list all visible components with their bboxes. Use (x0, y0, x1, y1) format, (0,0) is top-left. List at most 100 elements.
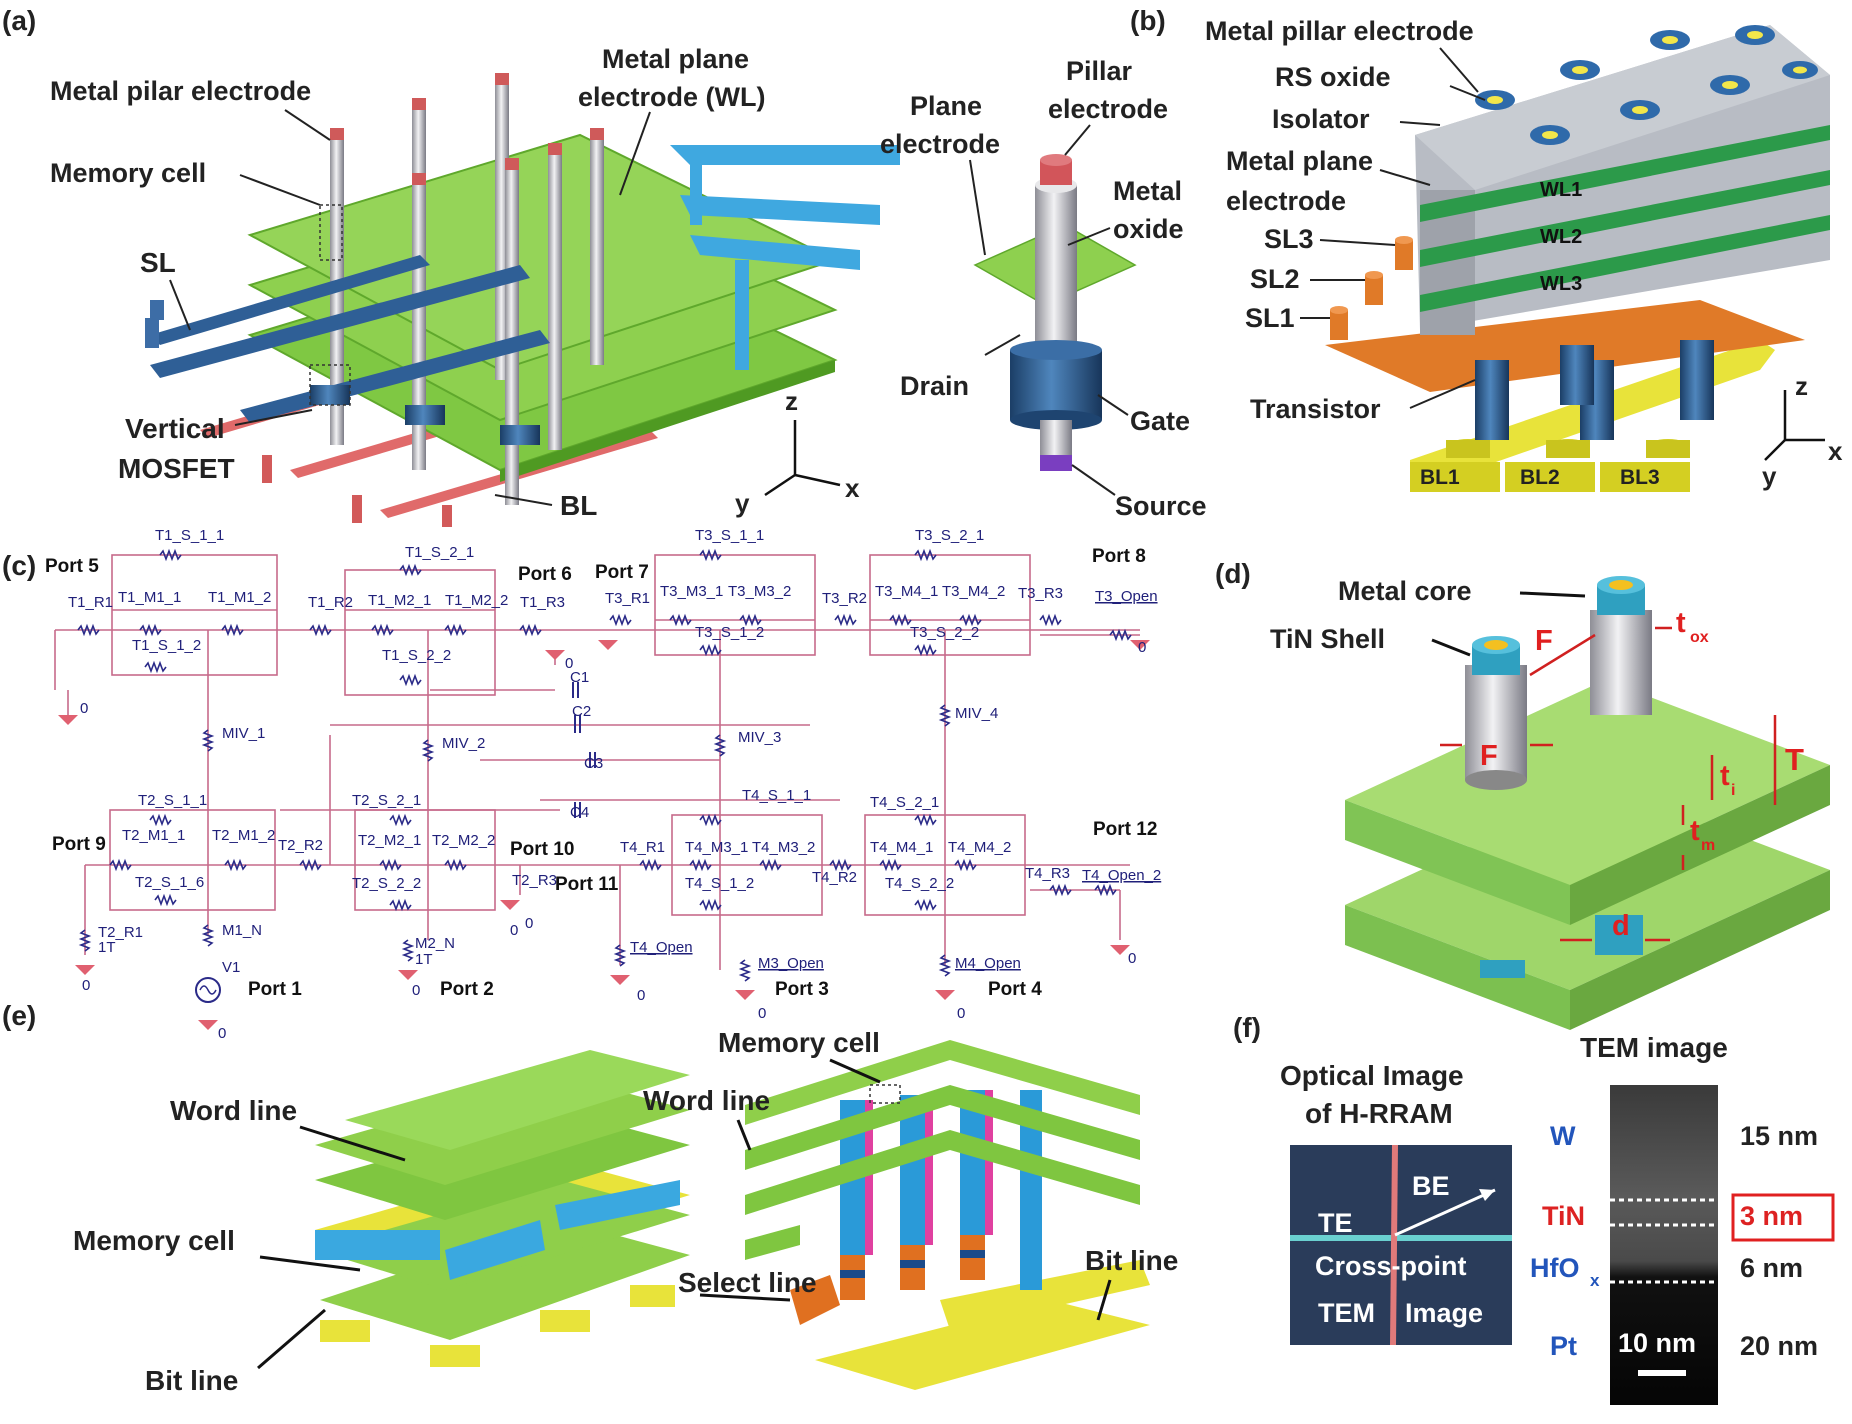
schematic-part-label: T3_S_1_2 (695, 624, 764, 641)
capacitor-symbols (572, 682, 596, 818)
schematic-part-label: C2 (572, 703, 591, 720)
panel-c: (c) (2, 527, 1161, 1042)
label-sl3: SL3 (1264, 224, 1314, 254)
label-isolator: Isolator (1272, 104, 1370, 134)
schematic-part-label: T4_M4_1 (870, 839, 933, 856)
label-memory-cell-e1: Memory cell (73, 1225, 235, 1256)
ground-label: 0 (412, 982, 420, 999)
schematic-part-label: T4_R2 (812, 869, 857, 886)
label-ti: t (1720, 760, 1730, 792)
leader (1399, 121, 1441, 126)
schematic-part-label: T2_M2_2 (432, 832, 495, 849)
tem-image (1610, 1085, 1718, 1405)
schematic-part-label: T1_S_1_2 (132, 637, 201, 654)
panel-a-label: (a) (2, 5, 36, 36)
label-F-mid: F (1480, 740, 1498, 772)
label-tem-title: TEM image (1580, 1032, 1728, 1063)
label-memory-cell-e2: Memory cell (718, 1027, 880, 1058)
schematic-part-label: T1_M1_1 (118, 589, 181, 606)
leader (234, 409, 313, 426)
label-plane-b1: Metal plane (1226, 146, 1373, 176)
schematic-part-label: T2_R3 (512, 872, 557, 889)
schematic-part-label: 1T (98, 939, 116, 956)
label-drain: Drain (900, 371, 969, 401)
schematic-part-label: T3_R2 (822, 590, 867, 607)
port-label: Port 8 (1092, 546, 1146, 567)
ground-label: 0 (1128, 950, 1136, 967)
label-metal-oxide-2: oxide (1113, 214, 1184, 244)
leader (169, 279, 191, 331)
schematic-part-label: T1_M2_1 (368, 592, 431, 609)
label-bit-line-2: Bit line (1085, 1245, 1178, 1276)
single-cell-device (973, 154, 1137, 471)
schematic-open-label: T4_Open_2 (1082, 867, 1161, 884)
bl2-label: BL2 (1520, 466, 1560, 489)
tem-layer-name: Pt (1550, 1331, 1577, 1361)
port-label: Port 1 (248, 979, 302, 1000)
label-tm-sub: m (1701, 837, 1715, 854)
schematic-part-label: T3_S_2_2 (910, 624, 979, 641)
port-label: Port 5 (45, 556, 99, 577)
schematic-part-label: T1_M2_2 (445, 592, 508, 609)
leader (494, 494, 553, 506)
panel-b: (b) WL1 WL2 WL3 (1130, 5, 1843, 492)
label-sl: SL (140, 247, 176, 278)
schematic-part-label: T3_R1 (605, 590, 650, 607)
panel-d-label: (d) (1215, 558, 1251, 589)
tem-layer-thickness: 20 nm (1740, 1331, 1818, 1361)
port-label: Port 10 (510, 839, 574, 860)
panel-a: (a) (2, 5, 1207, 527)
label-metal-core: Metal core (1338, 576, 1472, 606)
schematic-part-label: T4_S_1_2 (685, 875, 754, 892)
port-label: Port 9 (52, 834, 106, 855)
schematic-part-label: C4 (570, 804, 589, 821)
leader (299, 1125, 406, 1162)
schematic-part-label: T1_R1 (68, 594, 113, 611)
panel-f: (f) Optical Image of H-RRAM BE TE Cross-… (1233, 1012, 1835, 1405)
label-te: TE (1318, 1208, 1353, 1238)
label-pillar-b: Metal pillar electrode (1205, 16, 1474, 46)
port-label: Port 3 (775, 979, 829, 1000)
leader (1067, 227, 1111, 246)
axis-x-a: x (845, 473, 860, 503)
label-mosfet: MOSFET (118, 453, 235, 484)
tem-layer-subscript: x (1590, 1271, 1600, 1290)
schematic-part-label: T4_M3_2 (752, 839, 815, 856)
wl2-label: WL2 (1540, 226, 1582, 248)
schematic-part-label: T1_S_2_2 (382, 647, 451, 664)
wl3-label: WL3 (1540, 273, 1582, 295)
schematic-part-label: T1_R2 (308, 594, 353, 611)
leader (1519, 591, 1586, 598)
label-memory-cell-a: Memory cell (50, 158, 206, 188)
schematic-part-label: T2_M1_1 (122, 827, 185, 844)
label-plane-1: Plane (910, 91, 982, 121)
port-label: Port 2 (440, 979, 494, 1000)
leader (619, 111, 651, 196)
label-d: d (1612, 910, 1630, 942)
source-lines (145, 255, 550, 445)
schematic-part-label: T4_S_2_1 (870, 794, 939, 811)
schematic-part-label: T1_S_2_1 (405, 544, 474, 561)
vertical-array (745, 1040, 1150, 1390)
leader (1064, 124, 1091, 156)
ground-label: 0 (82, 977, 90, 994)
schematic-part-label: M2_N (415, 935, 455, 952)
leader (1431, 638, 1471, 657)
label-word-line-2: Word line (643, 1085, 770, 1116)
schematic-part-label: T3_M4_1 (875, 583, 938, 600)
schematic-part-label: T2_R2 (278, 837, 323, 854)
tem-layer-name: W (1550, 1121, 1576, 1151)
label-source: Source (1115, 491, 1207, 521)
leader (1096, 1279, 1112, 1321)
label-tem-word: TEM (1318, 1298, 1375, 1328)
label-word-line-1: Word line (170, 1095, 297, 1126)
panel-c-label: (c) (2, 550, 36, 581)
label-vertical: Vertical (125, 413, 225, 444)
label-tin-shell: TiN Shell (1270, 624, 1385, 654)
schematic-part-label: T1_R3 (520, 594, 565, 611)
panel-e: (e) (2, 1000, 1178, 1396)
label-bl: BL (560, 490, 597, 521)
panel-d: (d) Metal core TiN Shell F F (1215, 558, 1830, 1030)
schematic-part-label: T2_S_2_1 (352, 792, 421, 809)
